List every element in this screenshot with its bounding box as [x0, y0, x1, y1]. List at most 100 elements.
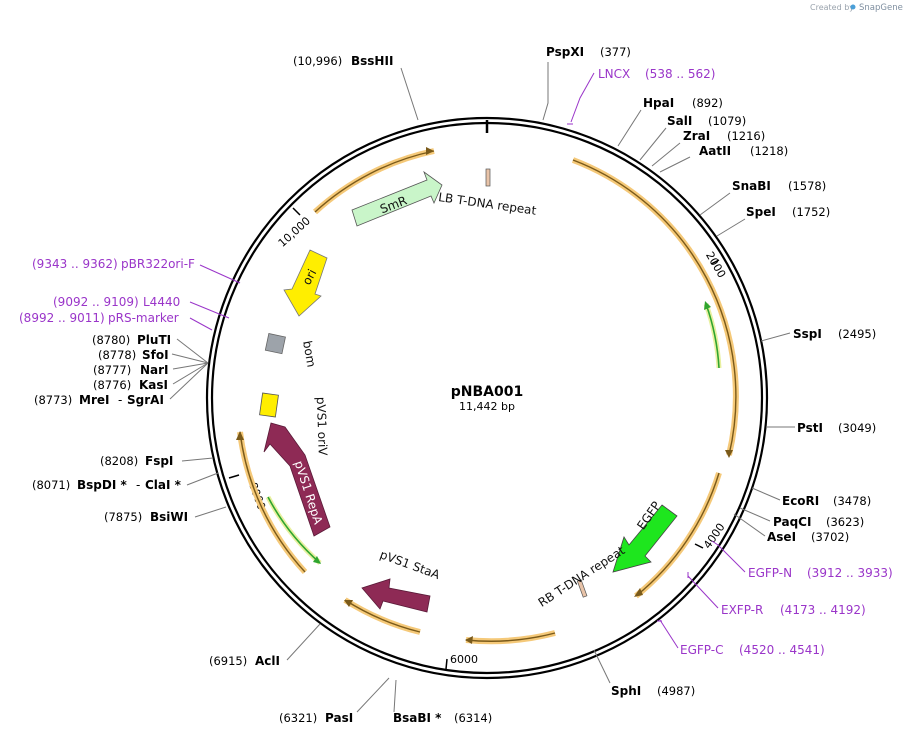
enzyme-fspi-pos: (8208): [100, 454, 138, 468]
enzyme-clai[interactable]: ClaI *: [145, 478, 182, 492]
orf-arc-1: [314, 150, 435, 213]
enzyme-bsabi[interactable]: BsaBI *: [393, 711, 442, 725]
enzyme-sphi[interactable]: SphI: [611, 684, 641, 698]
watermark-brand: SnapGene: [859, 3, 903, 13]
rb-repeat-label: RB T-DNA repeat: [536, 543, 628, 610]
enzyme-sgrai[interactable]: SgrAI: [127, 393, 164, 407]
enzyme-asei[interactable]: AseI: [767, 530, 796, 544]
primer-pbr322ori-f[interactable]: pBR322ori-F: [121, 257, 195, 271]
enzyme-leaders: [169, 62, 795, 713]
primer-egfp-n[interactable]: EGFP-N: [748, 566, 792, 580]
primer-egfp-c-range: (4520 .. 4541): [739, 643, 825, 657]
egfp-arrow[interactable]: [612, 504, 678, 573]
enzyme-ecori-pos: (3478): [833, 494, 871, 508]
enzyme-hpai-pos: (892): [692, 96, 723, 110]
primer-lncx-range: (538 .. 562): [645, 67, 715, 81]
primer-exfp-r[interactable]: EXFP-R: [721, 603, 763, 617]
enzyme-nari[interactable]: NarI: [140, 363, 169, 377]
enzyme-asei-pos: (3702): [811, 530, 849, 544]
lb-repeat-label: LB T-DNA repeat: [438, 190, 538, 218]
ori-label: ori: [300, 267, 320, 287]
enzyme-bspdi-dash: -: [136, 478, 140, 492]
orf-arc-1-head: [426, 147, 434, 155]
orf-arc-2: [572, 159, 737, 456]
watermark-prefix: Created by: [810, 3, 854, 12]
orf-arc-2-head: [725, 450, 733, 458]
enzyme-sali[interactable]: SalI: [667, 114, 692, 128]
tick-4000-mark: [694, 543, 704, 549]
primer-leaders: [189, 72, 746, 649]
lb-repeat-box[interactable]: [485, 168, 491, 187]
orf-arc-5-head: [344, 600, 353, 607]
smr-arrow[interactable]: [351, 170, 443, 227]
enzyme-paqci[interactable]: PaqCI: [773, 515, 811, 529]
tick-8000-mark: [228, 474, 240, 479]
orf-arc-3: [635, 472, 720, 597]
enzyme-zrai[interactable]: ZraI: [683, 129, 710, 143]
pvs1-staa-label: pVS1 StaA: [378, 547, 443, 582]
enzyme-mrei-pos: (8773): [34, 393, 72, 407]
green-arc-2-head: [313, 556, 321, 564]
enzyme-snabi-pos: (1578): [788, 179, 826, 193]
orf-arc-4-head: [465, 636, 473, 644]
enzyme-hpai[interactable]: HpaI: [643, 96, 674, 110]
tick-2000-mark: [710, 259, 720, 265]
enzyme-bspdi[interactable]: BspDI *: [77, 478, 127, 492]
enzyme-psti[interactable]: PstI: [797, 421, 823, 435]
primer-egfp-c[interactable]: EGFP-C: [680, 643, 723, 657]
enzyme-pluti[interactable]: PluTI: [137, 333, 171, 347]
enzyme-paqci-pos: (3623): [826, 515, 864, 529]
tick-6000-mark: [445, 658, 448, 670]
enzyme-pasi[interactable]: PasI: [325, 711, 353, 725]
orf-arc-6: [239, 431, 306, 573]
primer-l4440-range: (9092 .. 9109): [53, 295, 139, 309]
enzyme-sfoi-pos: (8778): [98, 348, 136, 362]
primer-prs-marker[interactable]: pRS-marker: [108, 311, 179, 325]
primer-l4440[interactable]: L4440: [143, 295, 180, 309]
enzyme-sspi[interactable]: SspI: [793, 327, 822, 341]
enzyme-mrei-dash: -: [118, 393, 122, 407]
enzyme-sfoi[interactable]: SfoI: [142, 348, 169, 362]
orf-arc-2-glow: [571, 157, 739, 456]
enzyme-snabi[interactable]: SnaBI: [732, 179, 771, 193]
enzyme-pluti-pos: (8780): [92, 333, 130, 347]
enzyme-bsshii[interactable]: BssHII: [351, 54, 393, 68]
primer-exfp-r-range: (4173 .. 4192): [780, 603, 866, 617]
enzyme-acli[interactable]: AclI: [255, 654, 280, 668]
enzyme-kasi-pos: (8776): [93, 378, 131, 392]
pvs1-repa-arrow[interactable]: [263, 422, 331, 537]
green-arc-1-glow: [703, 303, 722, 369]
enzyme-aatii[interactable]: AatII: [699, 144, 731, 158]
ori-arrow[interactable]: [283, 249, 328, 317]
enzyme-kasi[interactable]: KasI: [139, 378, 168, 392]
primer-egfp-n-range: (3912 .. 3933): [807, 566, 893, 580]
enzyme-pspxi-pos: (377): [600, 45, 631, 59]
tick-10000: 10,000: [276, 214, 313, 249]
enzyme-aatii-pos: (1218): [750, 144, 788, 158]
enzyme-bsiwi-pos: (7875): [104, 510, 142, 524]
bom-box[interactable]: [264, 333, 286, 355]
plasmid-length: 11,442 bp: [459, 400, 515, 413]
pvs1-staa-arrow[interactable]: [361, 578, 431, 613]
enzyme-sspi-pos: (2495): [838, 327, 876, 341]
enzyme-spei[interactable]: SpeI: [746, 205, 776, 219]
enzyme-spei-pos: (1752): [792, 205, 830, 219]
enzyme-nari-pos: (8777): [93, 363, 131, 377]
enzyme-pasi-pos: (6321): [279, 711, 317, 725]
smr-label: SmR: [378, 193, 409, 216]
backbone-outer: [205, 116, 769, 680]
pvs1-oriv-box[interactable]: [259, 392, 279, 418]
enzyme-fspi[interactable]: FspI: [145, 454, 173, 468]
rb-repeat-box[interactable]: [576, 579, 588, 598]
enzyme-bspdi-pos: (8071): [32, 478, 70, 492]
enzyme-bsiwi[interactable]: BsiWI: [150, 510, 188, 524]
enzyme-ecori[interactable]: EcoRI: [782, 494, 819, 508]
green-arc-1-head: [704, 301, 711, 310]
enzyme-mrei[interactable]: MreI: [79, 393, 109, 407]
enzyme-pspxi[interactable]: PspXI: [546, 45, 584, 59]
primer-pbr322ori-f-range: (9343 .. 9362): [32, 257, 118, 271]
primer-lncx[interactable]: LNCX: [598, 67, 630, 81]
enzyme-bsabi-pos: (6314): [454, 711, 492, 725]
enzyme-psti-pos: (3049): [838, 421, 876, 435]
tick-10000-mark: [292, 207, 301, 216]
